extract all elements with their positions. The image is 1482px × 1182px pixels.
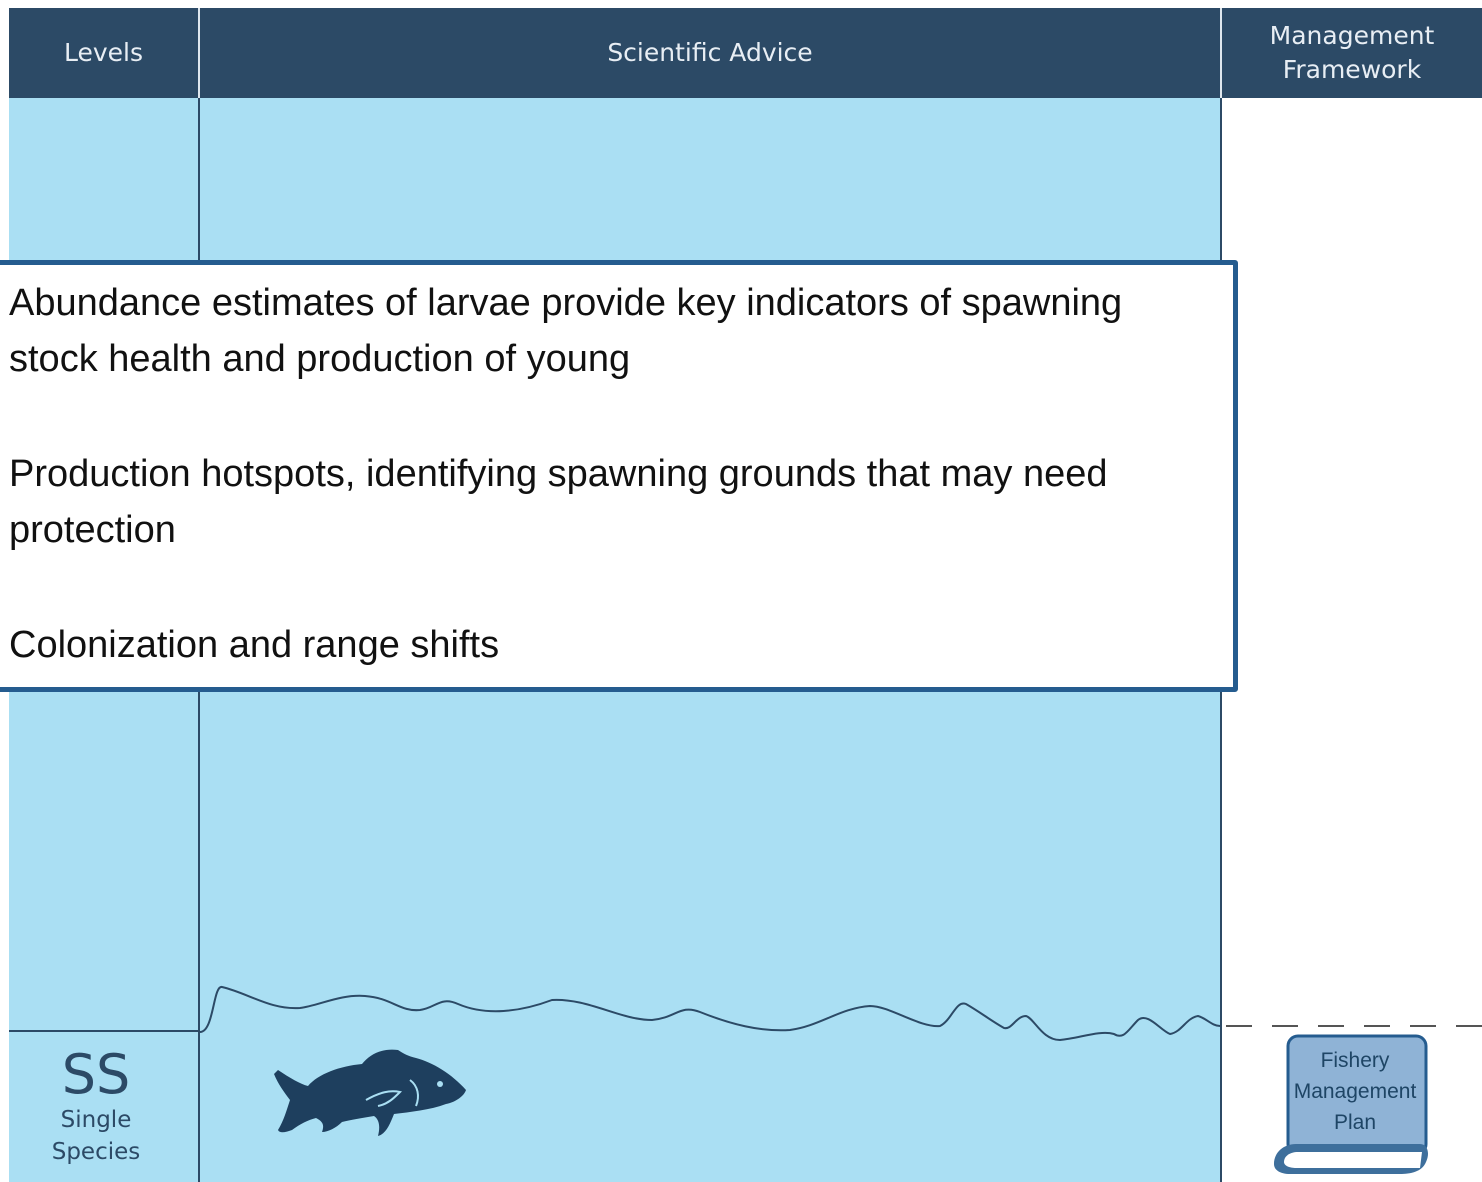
fish-icon (274, 1049, 466, 1136)
management-framework-column-header: Management Framework (1222, 8, 1482, 98)
levels-column-header: Levels (9, 8, 198, 98)
level-name-line1: Single (60, 1107, 132, 1133)
header-divider (198, 8, 200, 98)
levels-header-label: Levels (63, 38, 144, 67)
header-divider (1220, 8, 1222, 98)
callout-item-hotspots: Production hotspots, identifying spawnin… (9, 453, 1108, 551)
plan-label-line2: Management (1293, 1080, 1417, 1103)
plan-label-line3: Plan (1333, 1111, 1377, 1134)
management-header-line1: Management (1269, 21, 1435, 50)
scientific-advice-header-label: Scientific Advice (607, 38, 813, 67)
scientific-advice-callout (0, 260, 1238, 692)
level-row-divider (9, 1030, 198, 1032)
level-name-line2: Species (51, 1139, 141, 1165)
callout-item-abundance: Abundance estimates of larvae provide ke… (9, 282, 1123, 380)
plan-label-line1: Fishery (1320, 1049, 1390, 1072)
callout-item-colonization: Colonization and range shifts (9, 624, 500, 666)
book-icon (1274, 1034, 1428, 1174)
management-header-line2: Framework (1282, 55, 1422, 84)
scientific-advice-column-header: Scientific Advice (200, 8, 1220, 98)
level-code: SS (61, 1043, 131, 1106)
